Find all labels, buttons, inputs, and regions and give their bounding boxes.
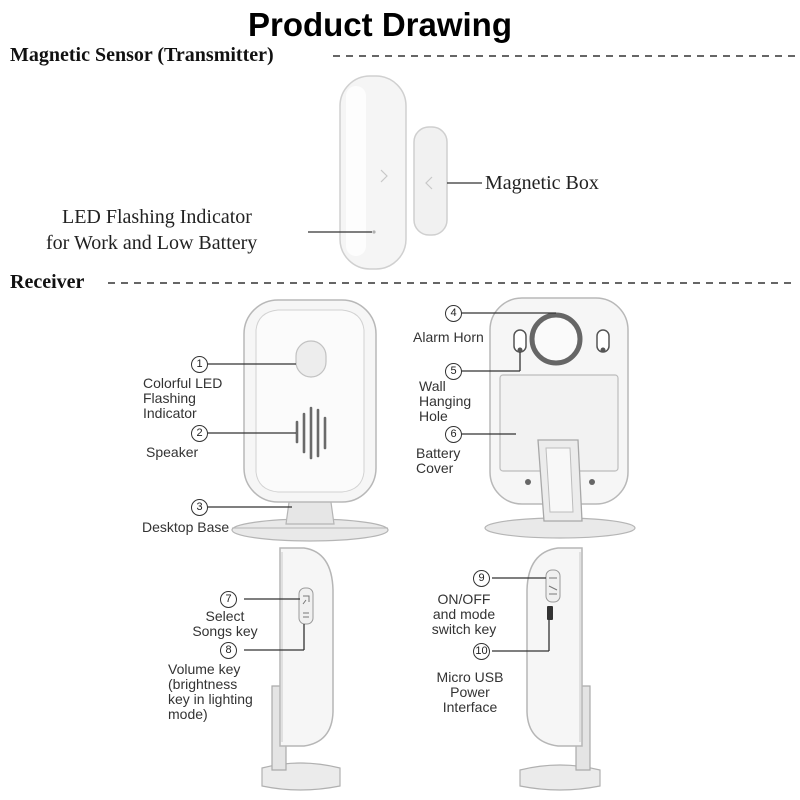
callout-label-8: Volume key (brightness key in lighting m… (168, 662, 253, 722)
callout-number-10: 10 (473, 643, 490, 660)
label-led-indicator-line2: for Work and Low Battery (46, 232, 258, 254)
callout-label-10: Micro USB Power Interface (430, 670, 510, 715)
callout-5-line-1: Wall (419, 378, 446, 394)
callout-number-3: 3 (191, 499, 208, 516)
callout-8-line-2: (brightness (168, 676, 238, 692)
callout-label-1: Colorful LED Flashing Indicator (143, 376, 222, 421)
receiver-side-right-icon (519, 547, 601, 791)
callout-4-line-1: Alarm Horn (413, 329, 484, 345)
callout-label-7: Select Songs key (190, 609, 260, 639)
callout-number-9: 9 (473, 570, 490, 587)
callout-label-6: Battery Cover (416, 446, 460, 476)
callout-label-4: Alarm Horn (413, 330, 484, 345)
callout-number-7: 7 (220, 591, 237, 608)
callout-6-line-2: Cover (416, 460, 454, 476)
page-title: Product Drawing (247, 6, 513, 43)
label-led-indicator-line1: LED Flashing Indicator (62, 206, 252, 228)
magnetic-sensor-icon (339, 75, 448, 270)
callout-8-line-4: mode) (168, 706, 208, 722)
callout-1-line-2: Flashing (143, 390, 196, 406)
label-magnetic-box: Magnetic Box (485, 172, 599, 194)
callout-number-4: 4 (445, 305, 462, 322)
callout-7-line-2: Songs key (192, 623, 258, 639)
callout-2-line-1: Speaker (146, 444, 199, 460)
callout-10-line-2: Power (450, 684, 490, 700)
receiver-side-left-icon (261, 547, 341, 791)
callout-number-2: 2 (191, 425, 208, 442)
callout-number-5: 5 (445, 363, 462, 380)
callout-6-line-1: Battery (416, 445, 461, 461)
callout-number-8: 8 (220, 642, 237, 659)
callout-10-line-1: Micro USB (436, 669, 504, 685)
callout-1-line-3: Indicator (143, 405, 197, 421)
callout-number-1: 1 (191, 356, 208, 373)
section-title-receiver: Receiver (10, 271, 85, 293)
callout-number-6: 6 (445, 426, 462, 443)
callout-5-line-3: Hole (419, 408, 448, 424)
callout-10-line-3: Interface (442, 699, 498, 715)
callout-label-3: Desktop Base (142, 520, 229, 535)
callout-label-9: ON/OFF and mode switch key (426, 592, 502, 637)
receiver-back-icon (484, 297, 636, 539)
callout-9-line-3: switch key (431, 621, 497, 637)
callout-label-5: Wall Hanging Hole (419, 379, 471, 424)
callout-9-line-1: ON/OFF (437, 591, 491, 607)
callout-9-line-2: and mode (432, 606, 496, 622)
receiver-front-icon (231, 299, 389, 542)
callout-3-line-1: Desktop Base (142, 519, 230, 535)
callout-label-2: Speaker (146, 445, 198, 460)
callout-7-line-1: Select (205, 608, 245, 624)
section-title-transmitter: Magnetic Sensor (Transmitter) (10, 44, 274, 66)
callout-1-line-1: Colorful LED (143, 375, 223, 391)
callout-8-line-3: key in lighting (168, 691, 253, 707)
callout-8-line-1: Volume key (168, 661, 241, 677)
callout-5-line-2: Hanging (419, 393, 472, 409)
